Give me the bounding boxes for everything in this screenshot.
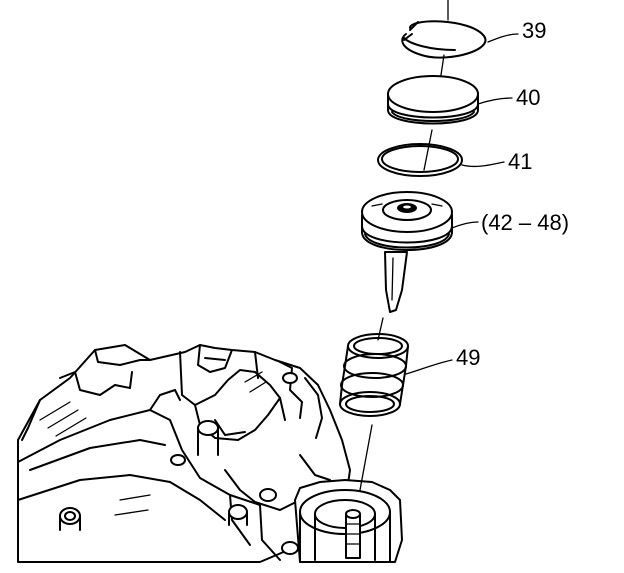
callout-40: 40 bbox=[516, 85, 541, 110]
callout-42-48: (42 – 48) bbox=[481, 210, 570, 235]
piston-assembly-42-48 bbox=[361, 191, 453, 313]
callout-39: 39 bbox=[522, 18, 547, 43]
callout-41: 41 bbox=[508, 149, 533, 174]
transaxle-case bbox=[17, 344, 403, 563]
snap-ring-39 bbox=[401, 20, 487, 59]
cover-40 bbox=[387, 75, 479, 125]
o-ring-41 bbox=[377, 143, 463, 177]
spring-49 bbox=[339, 333, 409, 417]
callout-49: 49 bbox=[456, 345, 481, 370]
leader-lines bbox=[405, 33, 519, 375]
